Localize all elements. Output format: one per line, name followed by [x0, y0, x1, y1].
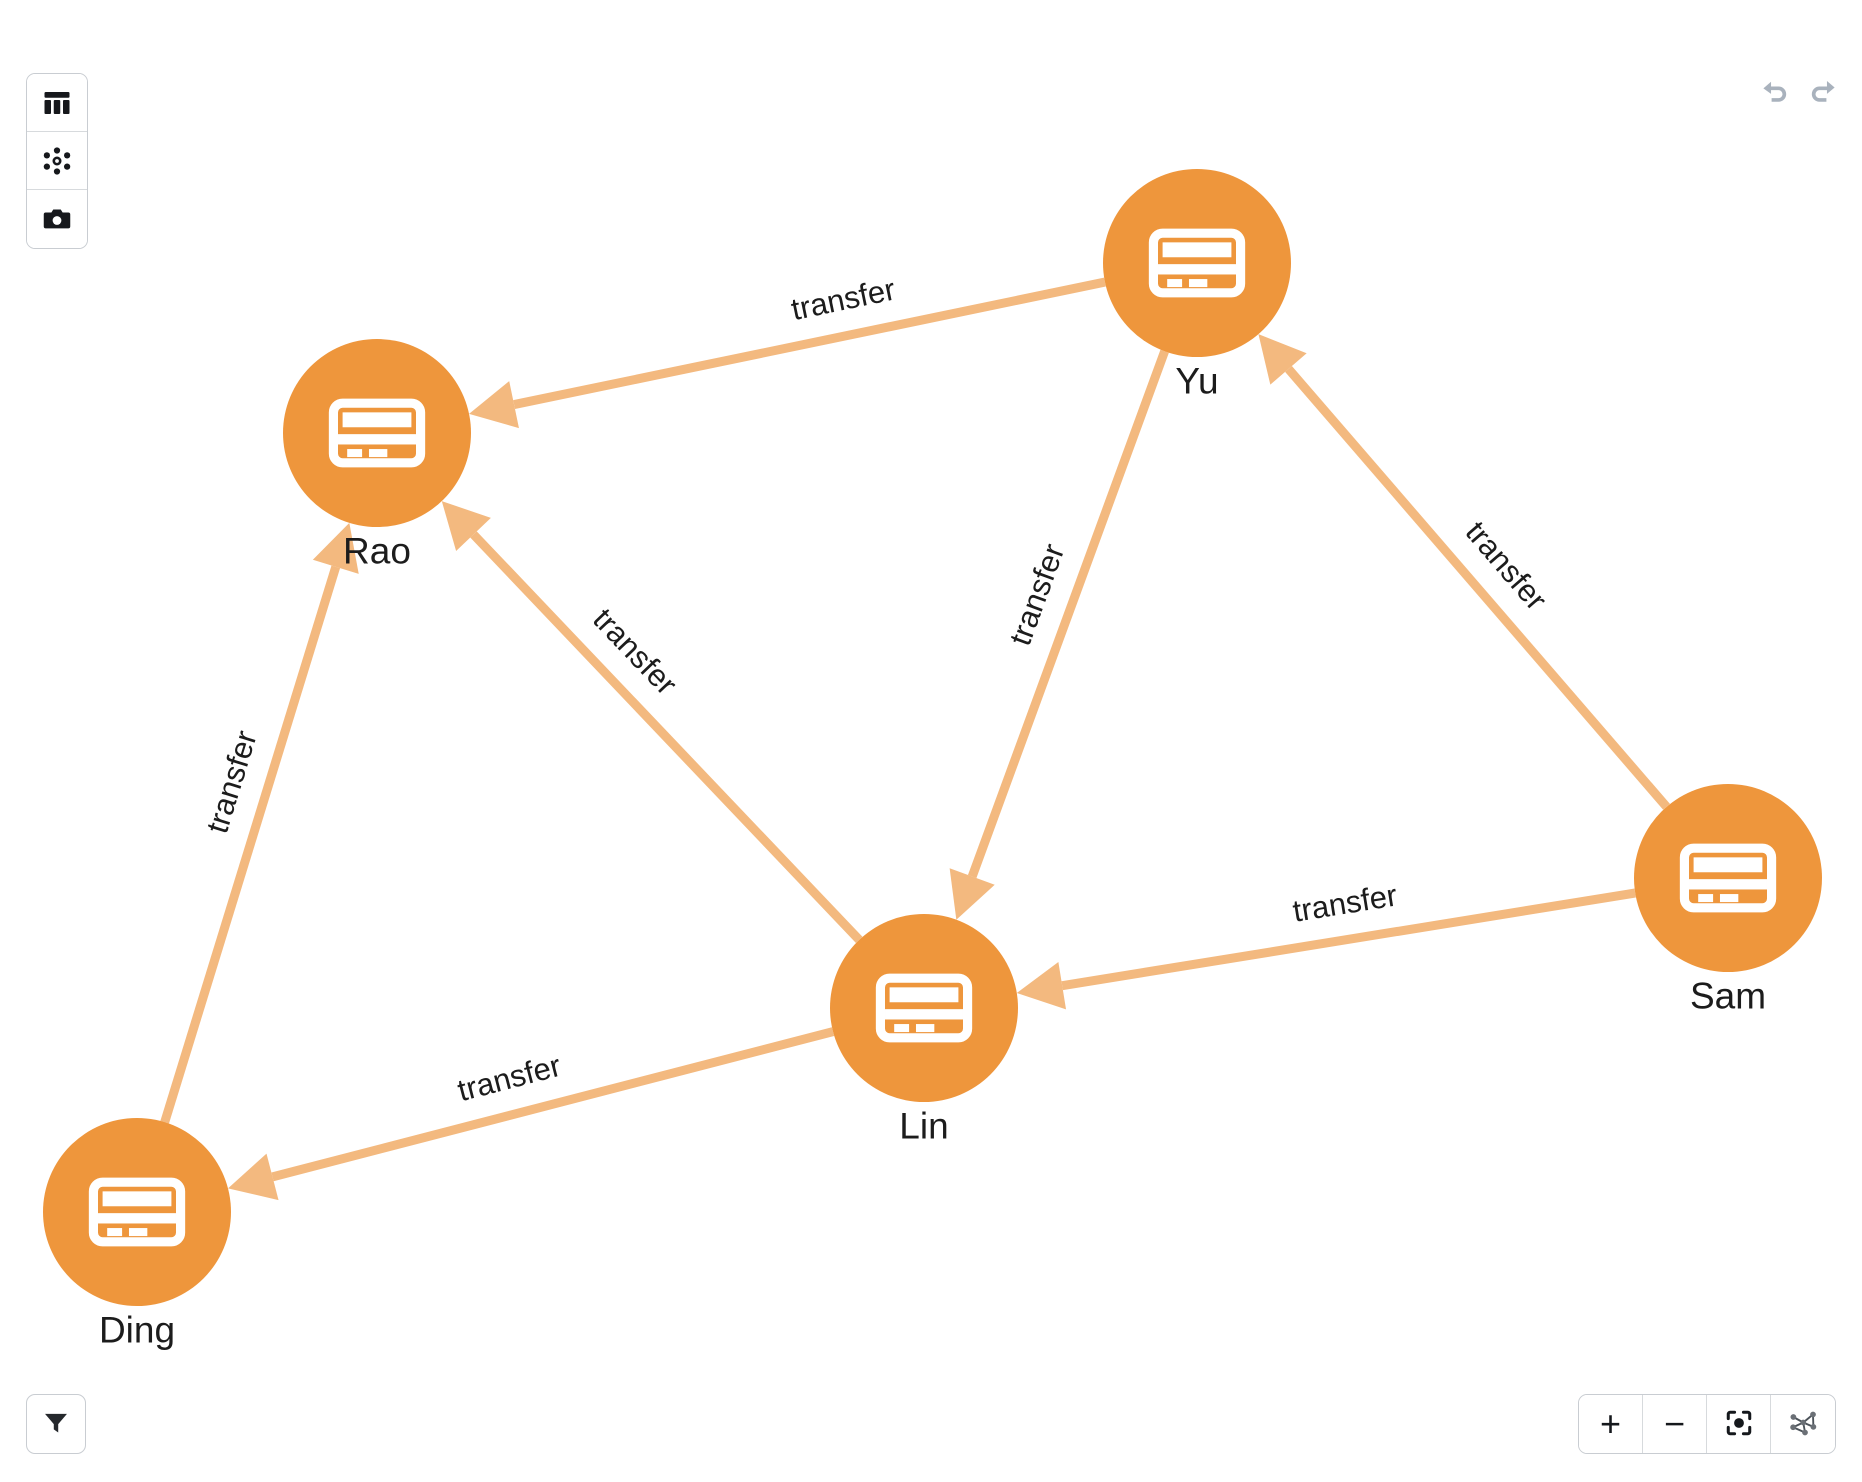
funnel-icon: [42, 1409, 70, 1440]
node-label: Lin: [899, 1105, 948, 1146]
graph-edge[interactable]: [1016, 888, 1636, 1010]
node-circle[interactable]: [283, 339, 471, 527]
undo-arrow-icon: [1758, 81, 1792, 113]
edge-label: transfer: [586, 601, 684, 701]
node-label: Rao: [343, 530, 411, 571]
graph-layout-icon: [1788, 1408, 1818, 1441]
table-view-button[interactable]: [27, 74, 87, 132]
focus-target-icon: [1725, 1409, 1753, 1440]
graph-edge[interactable]: [441, 501, 863, 943]
edge-label-text: transfer: [586, 601, 684, 701]
fit-to-screen-button[interactable]: [1707, 1395, 1771, 1453]
minus-icon: −: [1663, 1403, 1686, 1444]
node-circle[interactable]: [830, 914, 1018, 1102]
node-label: Yu: [1175, 360, 1218, 401]
zoom-controls: + −: [1578, 1394, 1836, 1454]
edge-label: transfer: [1290, 877, 1399, 928]
atom-icon: [42, 146, 72, 176]
filter-button[interactable]: [26, 1394, 86, 1454]
plus-icon: +: [1599, 1403, 1622, 1444]
graph-edge[interactable]: [949, 349, 1169, 920]
edge-label-text: transfer: [788, 271, 898, 327]
node-label: Sam: [1690, 975, 1766, 1016]
settings-button[interactable]: [27, 132, 87, 190]
node-circle[interactable]: [43, 1118, 231, 1306]
graph-edge[interactable]: [160, 522, 359, 1124]
redo-arrow-icon: [1806, 80, 1840, 113]
graph-edge[interactable]: [1258, 334, 1670, 810]
relayout-button[interactable]: [1771, 1395, 1835, 1453]
history-controls: [1758, 76, 1840, 110]
node-label: Ding: [99, 1309, 175, 1350]
node-circle[interactable]: [1103, 169, 1291, 357]
redo-button[interactable]: [1806, 76, 1840, 110]
edge-label-text: transfer: [1290, 877, 1399, 928]
left-toolbar: [26, 73, 88, 249]
table-icon: [42, 88, 72, 118]
graph-node[interactable]: Lin: [830, 914, 1018, 1146]
edge-label: transfer: [788, 271, 898, 327]
screenshot-button[interactable]: [27, 190, 87, 248]
edge-label-text: transfer: [454, 1048, 565, 1108]
graph-node[interactable]: Yu: [1103, 169, 1291, 401]
zoom-in-button[interactable]: +: [1579, 1395, 1643, 1453]
graph-node[interactable]: Sam: [1634, 784, 1822, 1016]
graph-node[interactable]: Rao: [283, 339, 471, 571]
undo-button[interactable]: [1758, 76, 1792, 110]
edge-label: transfer: [1459, 514, 1554, 616]
edge-label-text: transfer: [1459, 514, 1554, 616]
graph-edge[interactable]: [227, 1027, 835, 1201]
edges-layer: [160, 277, 1670, 1201]
graph-edge[interactable]: [469, 277, 1106, 429]
graph-node[interactable]: Ding: [43, 1118, 231, 1350]
edge-label: transfer: [454, 1048, 565, 1108]
node-circle[interactable]: [1634, 784, 1822, 972]
camera-icon: [42, 204, 72, 234]
zoom-out-button[interactable]: −: [1643, 1395, 1707, 1453]
